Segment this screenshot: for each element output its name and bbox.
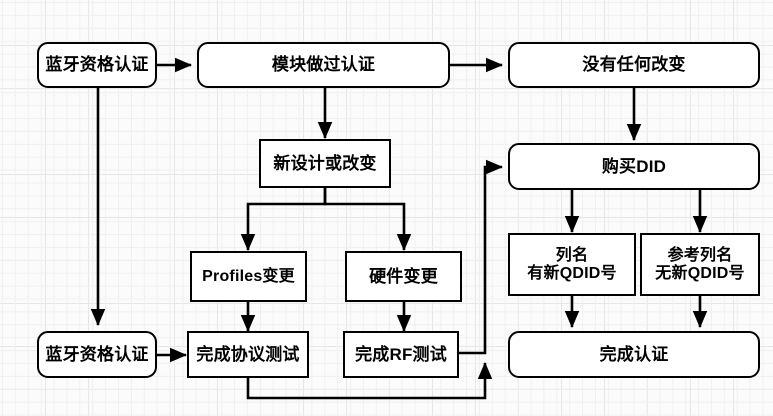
node-module-certified[interactable]: 模块做过认证 (197, 42, 450, 88)
node-label: 列名 有新QDID号 (527, 246, 617, 282)
edge-rftest-to-buydid (459, 159, 504, 355)
node-new-design-or-change[interactable]: 新设计或改变 (259, 139, 391, 188)
node-label: 完成认证 (599, 344, 669, 364)
node-label: 完成RF测试 (355, 344, 447, 364)
node-buy-did[interactable]: 购买DID (508, 143, 760, 190)
node-label: 蓝牙资格认证 (45, 344, 149, 364)
node-reference-listing-no-new-qdid[interactable]: 参考列名 无新QDID号 (640, 233, 760, 296)
node-hardware-change[interactable]: 硬件变更 (345, 251, 462, 302)
edge-newdesign-to-hardware (323, 188, 412, 252)
node-listing-new-qdid[interactable]: 列名 有新QDID号 (508, 233, 636, 296)
node-label: 没有任何改变 (582, 55, 686, 75)
edge-newdesign-to-profiles (240, 188, 327, 252)
node-label: 模块做过认证 (271, 55, 376, 75)
node-label: 新设计或改变 (273, 153, 377, 173)
node-no-change[interactable]: 没有任何改变 (508, 42, 760, 88)
node-protocol-test-complete[interactable]: 完成协议测试 (187, 331, 309, 378)
node-label: 参考列名 无新QDID号 (655, 246, 745, 282)
node-rf-test-complete[interactable]: 完成RF测试 (343, 331, 459, 378)
node-label: 硬件变更 (369, 266, 438, 286)
node-bluetooth-qualification-bottom[interactable]: 蓝牙资格认证 (37, 331, 157, 378)
node-label: 完成协议测试 (196, 344, 300, 364)
node-label: 蓝牙资格认证 (45, 55, 149, 75)
node-label: 购买DID (601, 156, 667, 176)
node-profiles-change[interactable]: Profiles变更 (190, 251, 307, 302)
node-label: Profiles变更 (202, 267, 295, 285)
node-bluetooth-qualification-top[interactable]: 蓝牙资格认证 (37, 42, 157, 88)
node-certification-complete[interactable]: 完成认证 (508, 331, 760, 378)
